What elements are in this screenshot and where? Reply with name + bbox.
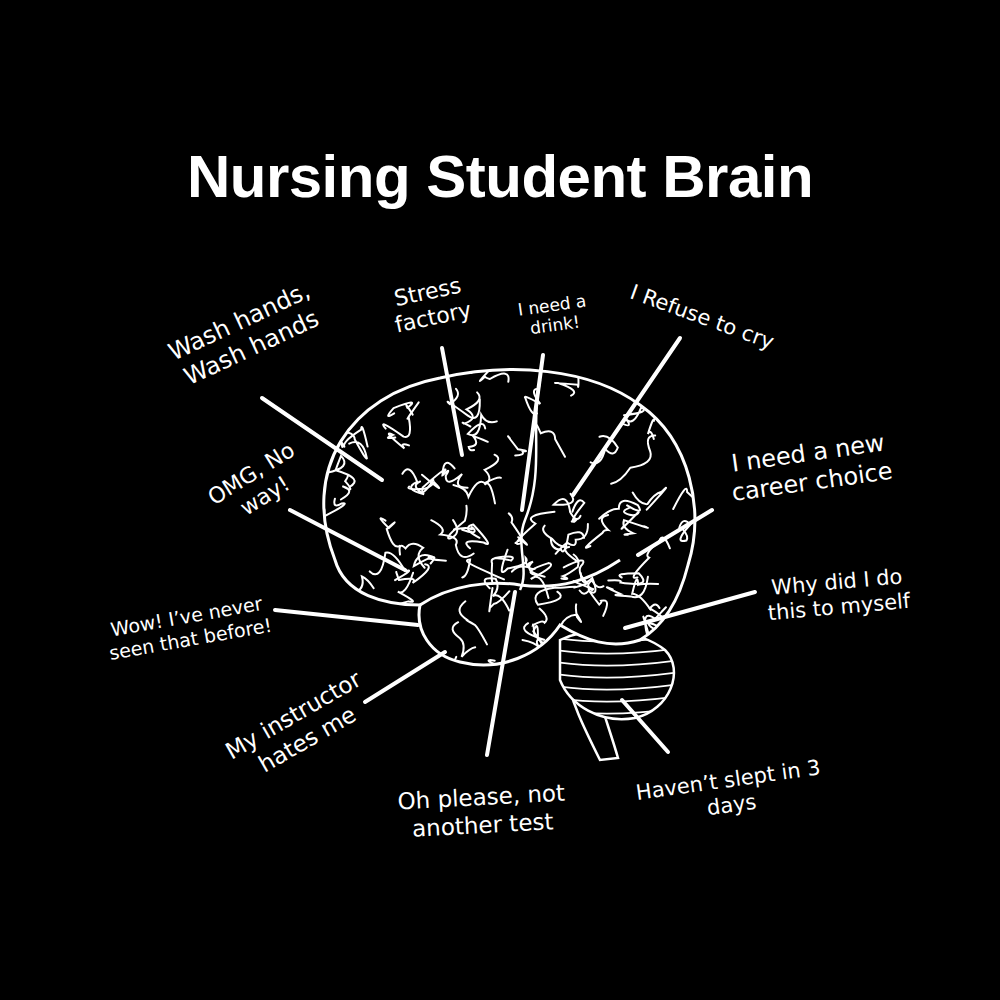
brain-fold (460, 601, 487, 644)
brain-fold (543, 526, 578, 562)
brain-fold (533, 609, 547, 636)
brain-fold (535, 424, 565, 457)
brain-fold (480, 365, 509, 382)
brain-label: OMG, No way! (199, 435, 316, 535)
brain-fold (443, 471, 468, 488)
brain-fold (431, 348, 471, 373)
brain-fold (648, 406, 657, 439)
brain-label: Haven’t slept in 3 days (613, 752, 848, 834)
brain-fold (502, 550, 535, 572)
brain-fold (586, 515, 608, 548)
leader-line (522, 355, 543, 510)
leader-line (365, 652, 445, 702)
brain-fold (535, 587, 575, 605)
leader-line (573, 338, 680, 495)
brain-fold (468, 415, 497, 436)
brain-fold (431, 520, 474, 557)
brain-fold (647, 381, 682, 406)
brain-label: My instructor hates me (210, 660, 389, 795)
brain-fold (388, 403, 413, 416)
leader-line (622, 700, 668, 752)
brain-label: Wow! I’ve never seen that before! (88, 589, 288, 668)
brain-fold (555, 365, 578, 395)
brain-fold (469, 436, 488, 450)
brain-fold (611, 435, 655, 483)
cerebellum-fold (555, 648, 680, 654)
brain-fold (325, 378, 341, 402)
brain-fold (320, 389, 349, 409)
brain-label: I need a new career choice (707, 426, 913, 511)
leader-line (442, 348, 462, 455)
brain-label: Wash hands, Wash hands (154, 272, 337, 398)
brain-fold (632, 653, 667, 672)
brain-fold (533, 626, 546, 658)
leader-line (290, 510, 405, 570)
leader-line (625, 592, 755, 628)
leader-line (275, 610, 418, 625)
title: Nursing Student Brain (0, 142, 1000, 211)
brain-fold (560, 604, 581, 626)
brain-fold (383, 402, 419, 437)
brain-fold (531, 563, 552, 598)
brain-fold (310, 387, 335, 415)
brain-fold (523, 623, 545, 648)
brain-fold (463, 392, 480, 426)
cerebellum-folds (555, 636, 680, 714)
brain-fold (614, 342, 644, 368)
brain-label: Stress factory (373, 268, 487, 341)
brain-label: Why did I do this to myself (751, 563, 925, 628)
brain-fold (663, 664, 679, 686)
cerebellum-fold (555, 684, 680, 690)
brain-fold (554, 494, 581, 519)
brain-fold (354, 577, 374, 605)
brain-fold (388, 434, 409, 449)
brain-fold (508, 436, 526, 455)
brain-fold (634, 537, 670, 577)
brain-fold (322, 378, 348, 406)
brain-label: I Refuse to cry (604, 272, 801, 364)
cerebellum-fold (555, 696, 680, 702)
brain-label: Oh please, not another test (376, 779, 589, 845)
brain-fold (608, 573, 643, 584)
brain-fold (414, 555, 446, 566)
brain-fold (393, 573, 413, 606)
brain-fold (680, 358, 703, 381)
cerebellum-fold (555, 672, 680, 678)
brain-fold (422, 463, 454, 492)
cerebellum-fold (555, 708, 680, 714)
brain-fold (487, 660, 499, 684)
brain-fold (622, 508, 639, 529)
brain-fold (380, 518, 399, 546)
leader-line (487, 592, 515, 755)
brain-fold (448, 506, 467, 539)
brain-fold (648, 623, 671, 638)
brain-fold (489, 588, 509, 611)
leader-line (638, 510, 712, 555)
brain-fold (454, 527, 475, 532)
brain-fold (683, 426, 700, 457)
brain-fold (341, 476, 351, 500)
brain-fold (453, 622, 476, 657)
brain-fold (402, 469, 424, 494)
brain-fold (492, 557, 513, 582)
lateral-sulcus (420, 560, 620, 605)
brain-fold (462, 560, 504, 580)
brain-fold (305, 630, 322, 646)
cerebellum-fold (555, 660, 680, 666)
brain-label: I need a drink! (508, 289, 598, 341)
brain-fold (673, 489, 707, 509)
brain-fold (317, 499, 345, 517)
